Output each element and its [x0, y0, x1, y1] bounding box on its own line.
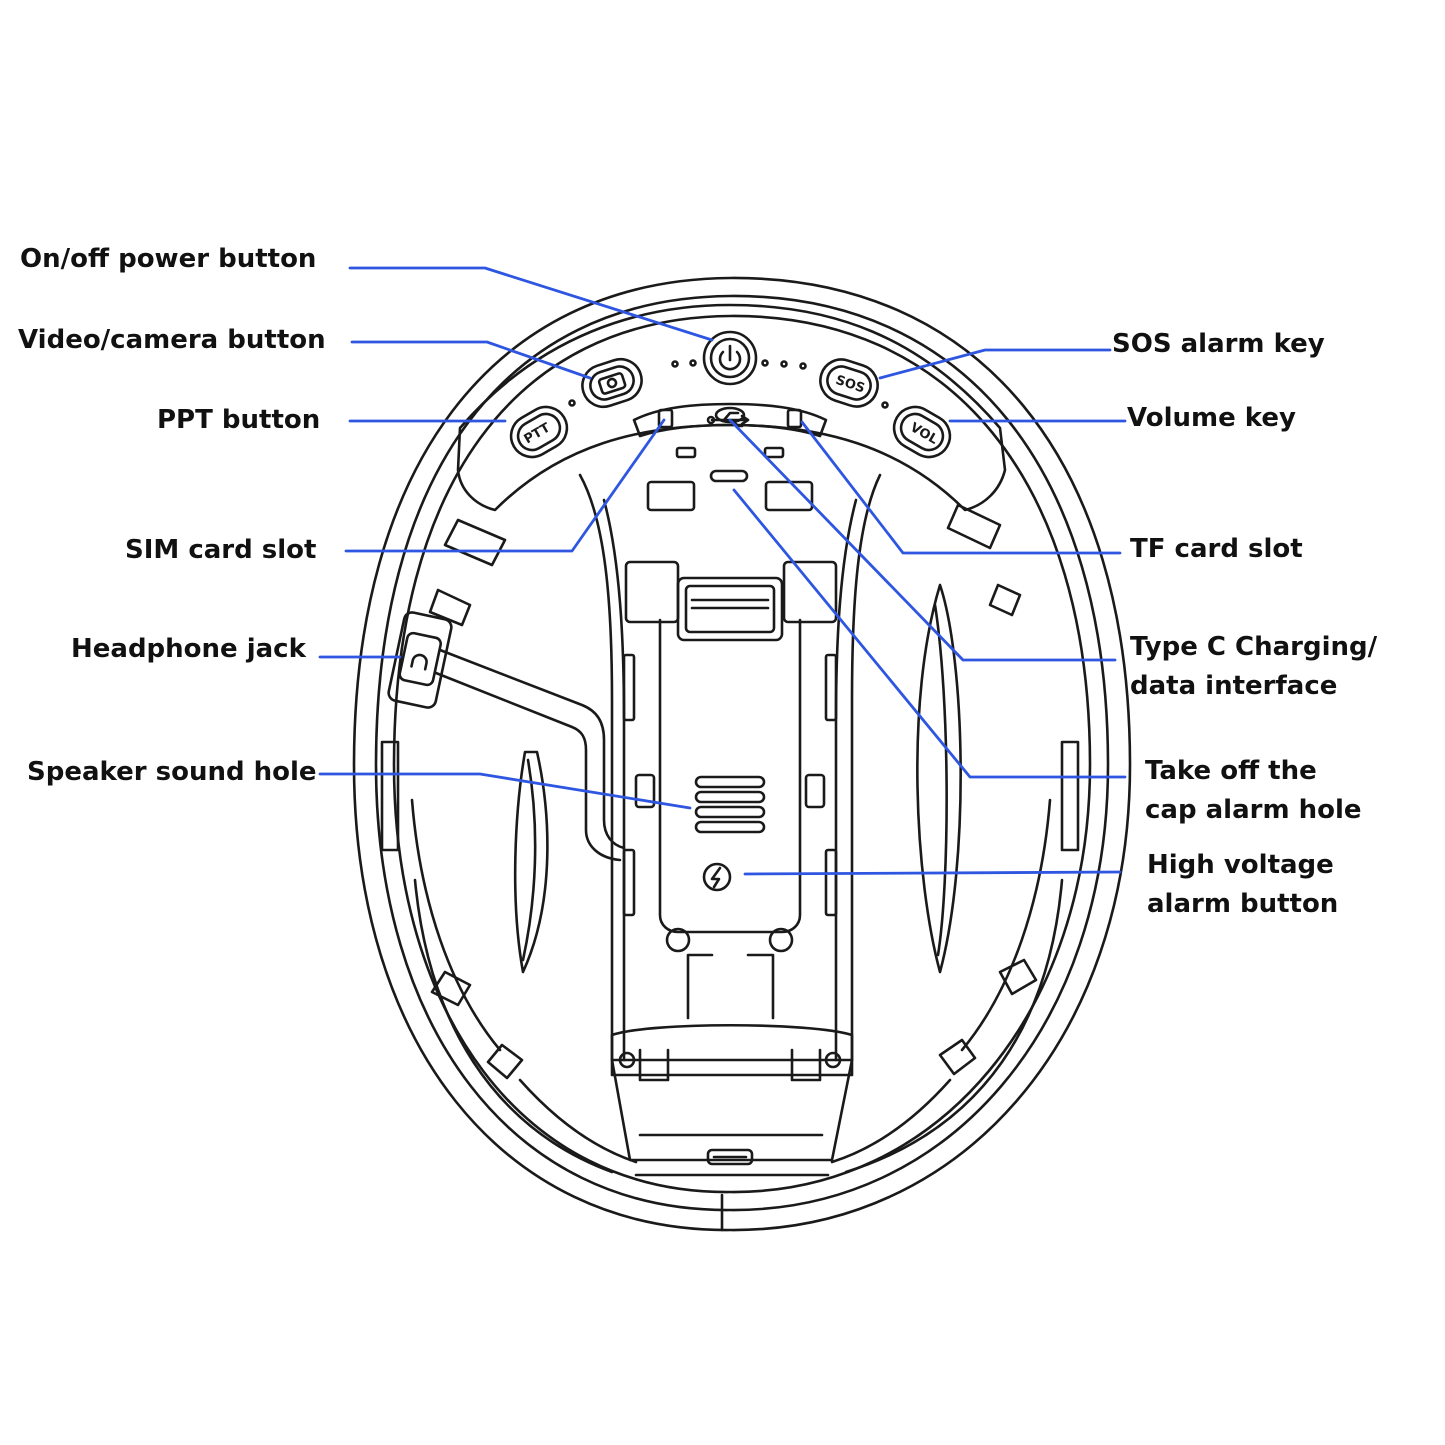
battery-plate — [658, 618, 802, 934]
leader-takeoff — [732, 488, 1127, 779]
sos-button-label: SOS — [834, 373, 867, 396]
leader-power — [348, 266, 714, 342]
sos-button — [819, 358, 879, 408]
helmet-inner-rim — [374, 294, 1110, 1212]
camera-icon — [597, 372, 627, 395]
label-power-button: On/off power button — [20, 244, 317, 274]
label-sos-alarm-key: SOS alarm key — [1112, 329, 1325, 359]
high-voltage-alarm-button — [702, 862, 732, 892]
label-headphone-jack: Headphone jack — [71, 634, 306, 664]
lower-liner-right — [844, 878, 1064, 1174]
bottom-clip — [610, 1023, 854, 1062]
label-tf-card-slot: TF card slot — [1130, 534, 1303, 564]
speaker-sound-hole — [694, 775, 766, 834]
headphone-icon — [410, 653, 428, 671]
tf-card-slot — [786, 408, 803, 429]
take-off-alarm-hole — [709, 469, 749, 483]
label-sim-card-slot: SIM card slot — [125, 535, 317, 565]
bottom-curve-left — [518, 1078, 638, 1164]
power-button — [702, 330, 758, 386]
label-high-voltage-alarm-button: High voltage alarm button — [1147, 850, 1339, 919]
button-panel — [456, 303, 1007, 512]
power-icon — [718, 344, 742, 371]
ptt-button — [509, 405, 569, 459]
right-pad — [916, 583, 962, 974]
lightning-icon — [710, 866, 722, 889]
label-speaker-sound-hole: Speaker sound hole — [27, 757, 317, 787]
center-rail — [578, 473, 882, 1077]
vol-button — [892, 405, 952, 459]
sim-card-slot — [657, 408, 674, 429]
label-ppt-button: PPT button — [157, 405, 321, 435]
port-strip — [632, 402, 828, 438]
label-type-c-interface: Type C Charging/ data interface — [1130, 632, 1378, 701]
leader-sos — [878, 348, 1112, 380]
left-pad — [513, 750, 549, 974]
leader-video — [350, 340, 592, 380]
leader-hv — [743, 870, 1122, 876]
helmet-inner-liner — [392, 314, 1092, 1194]
leader-tf — [800, 420, 1122, 555]
label-take-off-cap-alarm-hole: Take off the cap alarm hole — [1145, 756, 1362, 825]
label-video-camera-button: Video/camera button — [18, 325, 326, 355]
lower-liner-left — [413, 878, 614, 1174]
leader-speaker — [318, 772, 692, 810]
leader-typec — [728, 418, 1117, 662]
bottom-curve-right — [830, 1078, 952, 1164]
helmet-outer-shell — [352, 276, 1132, 1232]
label-volume-key: Volume key — [1127, 403, 1296, 433]
leader-sim — [344, 418, 666, 553]
headphone-cable — [438, 648, 626, 850]
headphone-jack — [387, 611, 453, 709]
camera-button — [581, 357, 643, 409]
